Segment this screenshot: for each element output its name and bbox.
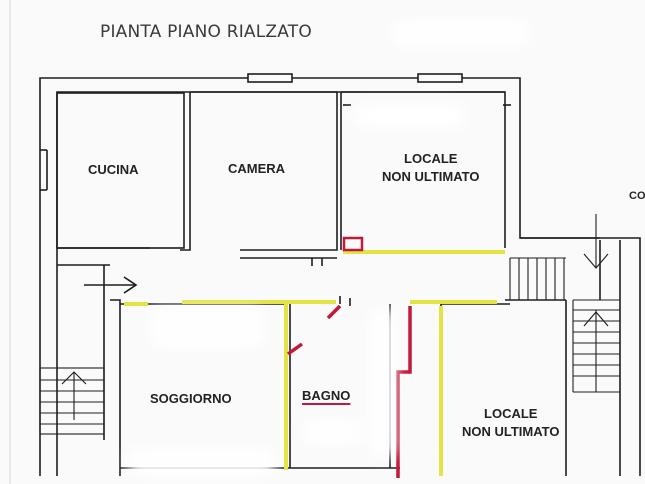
- room-label-line: BAGNO: [302, 388, 351, 403]
- room-label-cucina: CUCINA: [88, 161, 139, 179]
- room-label-line: CAMERA: [228, 161, 286, 176]
- cut-off-label: CO: [629, 190, 645, 202]
- room-label-bagno: BAGNO: [302, 387, 350, 405]
- room-label-line: LOCALE: [484, 406, 538, 421]
- room-label-line: SOGGIORNO: [150, 391, 232, 406]
- room-label-line: NON ULTIMATO: [382, 169, 480, 184]
- redaction-patch: [302, 420, 364, 444]
- room-label-line: NON ULTIMATO: [462, 424, 560, 439]
- redaction-patch: [354, 104, 466, 128]
- redaction-patch: [128, 448, 276, 476]
- redaction-patch: [370, 308, 396, 458]
- yellow-wall-highlights: [124, 250, 505, 476]
- room-label-locale-top: LOCALE NON ULTIMATO: [382, 150, 480, 186]
- red-wall-highlights: [286, 236, 412, 478]
- redaction-patch: [392, 20, 530, 46]
- redaction-patch: [150, 308, 264, 348]
- room-label-locale-bottom: LOCALE NON ULTIMATO: [462, 405, 560, 441]
- room-label-soggiorno: SOGGIORNO: [150, 390, 232, 408]
- room-label-line: LOCALE: [404, 151, 458, 166]
- plan-title: PIANTA PIANO RIALZATO: [100, 22, 312, 42]
- room-label-camera: CAMERA: [228, 160, 285, 178]
- room-label-line: CUCINA: [88, 162, 139, 177]
